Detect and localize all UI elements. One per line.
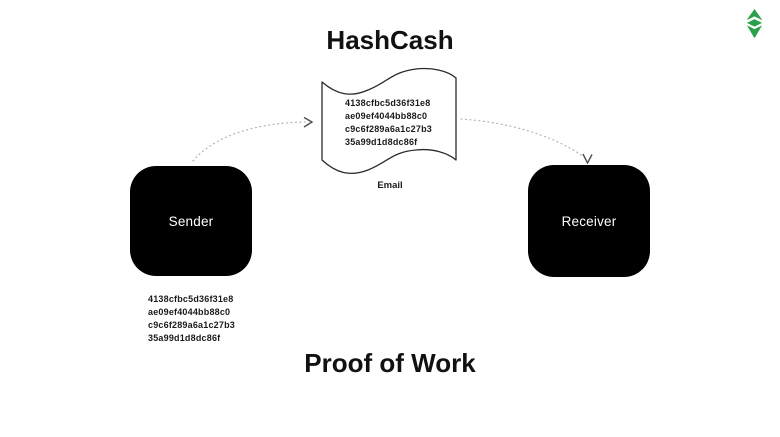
sender-to-email-arrowhead bbox=[303, 116, 314, 128]
email-hash-line: 4138cfbc5d36f31e8 bbox=[345, 98, 431, 108]
sender-node: Sender bbox=[130, 166, 252, 276]
sender-node-label: Sender bbox=[168, 213, 214, 229]
ethereum-classic-icon bbox=[746, 9, 763, 39]
sender-hash-line: 4138cfbc5d36f31e8 bbox=[148, 294, 234, 304]
email-hash-line: c9c6f289a6a1c27b3 bbox=[345, 124, 432, 134]
email-scroll-shape bbox=[321, 67, 457, 174]
sender-hash-line: c9c6f289a6a1c27b3 bbox=[148, 320, 235, 330]
sender-hash-line: ae09ef4044bb88c0 bbox=[148, 307, 231, 317]
footer-caption: Proof of Work bbox=[304, 348, 476, 378]
sender-hash-text: 4138cfbc5d36f31e8 ae09ef4044bb88c0 c9c6f… bbox=[148, 293, 235, 345]
page-title: HashCash bbox=[326, 25, 454, 55]
sender-hash-line: 35a99d1d8dc86f bbox=[148, 333, 221, 343]
email-label: Email bbox=[377, 180, 403, 191]
email-hash-line: 35a99d1d8dc86f bbox=[345, 137, 418, 147]
receiver-node: Receiver bbox=[528, 165, 650, 277]
sender-to-email-arrow bbox=[192, 121, 306, 162]
email-hash-line: ae09ef4044bb88c0 bbox=[345, 111, 428, 121]
email-hash-text: 4138cfbc5d36f31e8 ae09ef4044bb88c0 c9c6f… bbox=[345, 97, 432, 149]
receiver-node-label: Receiver bbox=[561, 213, 617, 229]
email-to-receiver-arrow bbox=[460, 118, 585, 158]
email-to-receiver-arrowhead bbox=[582, 153, 593, 165]
